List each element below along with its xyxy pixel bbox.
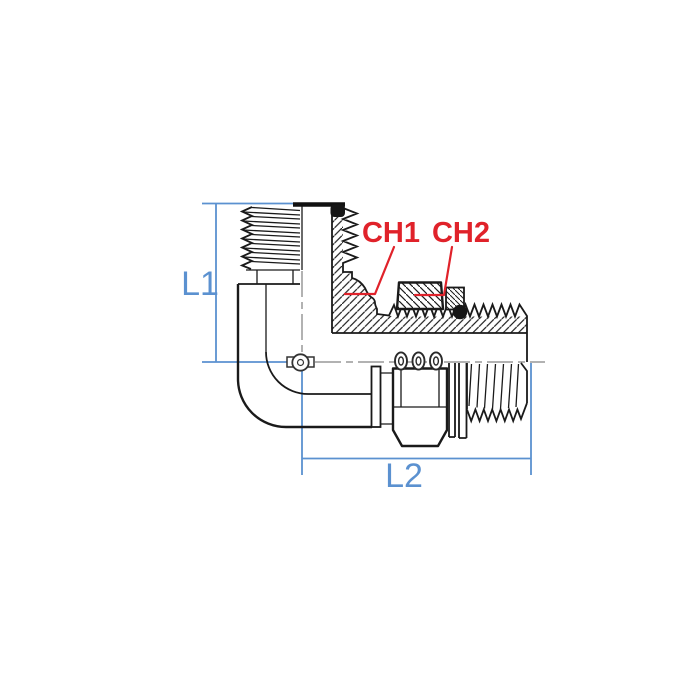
ch1-label: CH1 bbox=[362, 217, 420, 249]
bottom-thread-root-zigzag bbox=[466, 402, 528, 424]
l1-label: L1 bbox=[181, 265, 219, 303]
ch1-callout-group: CH1 bbox=[343, 217, 420, 296]
top-thread-helix-lines bbox=[243, 206, 301, 265]
thread-end-chamfer bbox=[466, 362, 528, 409]
nut-outline bbox=[391, 367, 449, 448]
locknut-outline bbox=[395, 281, 445, 311]
top-oring-icon bbox=[330, 204, 345, 217]
top-port-external-thread bbox=[239, 206, 301, 284]
center-mark-icon bbox=[286, 353, 315, 372]
bore-wall-lines bbox=[331, 206, 527, 334]
l2-dimension-group: L2 bbox=[301, 363, 532, 495]
nut-detail-lines bbox=[393, 368, 447, 408]
chamfer-bead-icons bbox=[394, 351, 443, 371]
l2-label: L2 bbox=[385, 457, 423, 495]
washer-hatch-fill bbox=[446, 287, 464, 310]
rings-underlay bbox=[448, 362, 468, 439]
retaining-rings-external bbox=[448, 362, 468, 439]
ch1-leader-line bbox=[343, 245, 396, 296]
side-oring-icon bbox=[452, 304, 468, 320]
elbow-inner-profile bbox=[265, 351, 372, 395]
compression-sleeve bbox=[370, 365, 393, 428]
sleeve-end bbox=[370, 365, 382, 428]
bead-inner bbox=[397, 356, 405, 366]
tube-stub-lines bbox=[380, 372, 393, 425]
thread-underlay bbox=[467, 363, 527, 409]
bead-inner bbox=[415, 356, 422, 366]
bead-inner bbox=[432, 356, 440, 366]
swivel-nut-external bbox=[391, 367, 449, 448]
body-hatch-fill bbox=[332, 207, 527, 333]
top-thread-crest-zigzag bbox=[239, 206, 255, 270]
elbow-outer-profile bbox=[236, 284, 372, 429]
ch2-callout-group: CH2 bbox=[413, 217, 490, 297]
rings-lines bbox=[448, 363, 468, 439]
center-mark-inner-circle bbox=[296, 358, 305, 367]
bottom-port-external-thread bbox=[466, 362, 528, 424]
neck-lines bbox=[256, 270, 294, 284]
washer-section bbox=[445, 286, 468, 320]
body-section-hatched bbox=[293, 202, 528, 362]
bottom-thread-flank-lines bbox=[468, 363, 520, 410]
l2-extension-lines bbox=[301, 363, 532, 475]
l1-dimension-group: L1 bbox=[181, 202, 312, 363]
ch2-leader-line bbox=[413, 245, 454, 297]
ch2-label: CH2 bbox=[432, 217, 490, 249]
elbow-body-external bbox=[236, 283, 372, 429]
